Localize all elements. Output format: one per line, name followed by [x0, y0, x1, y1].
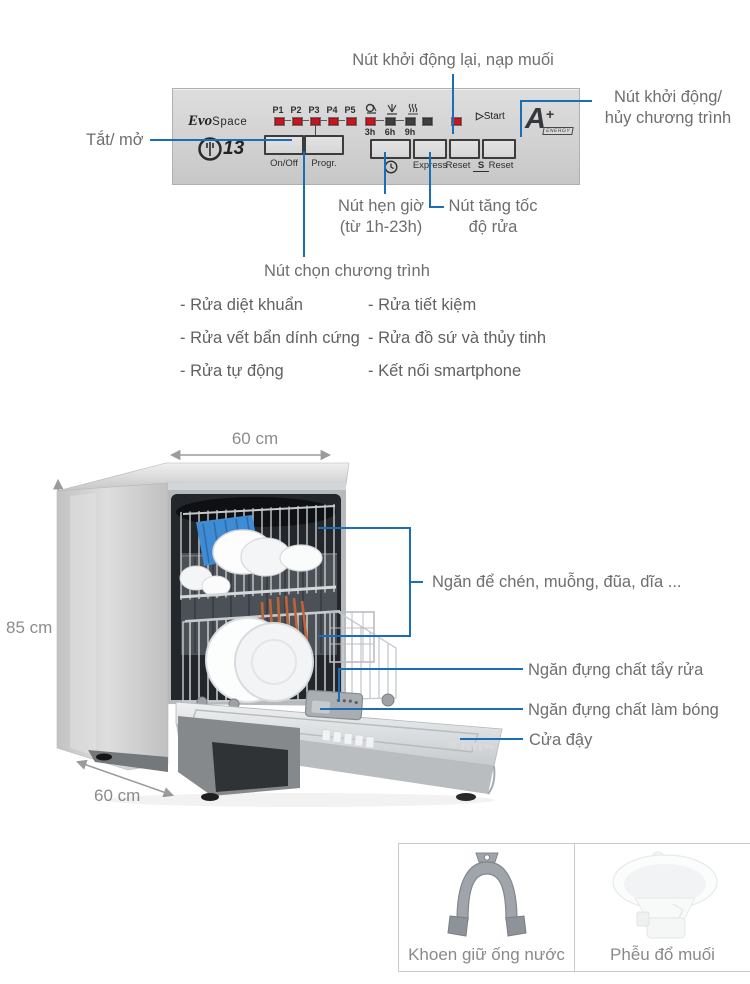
accessory-salt-funnel: Phễu đổ muối [574, 844, 750, 971]
reset-label: Reset [488, 160, 514, 171]
leader-express-v [429, 152, 431, 208]
callout-start-cancel: Nút khởi động/ hủy chương trình [604, 88, 732, 127]
program-led [328, 117, 339, 126]
brand-space: Space [212, 116, 248, 128]
control-panel: EvoSpace 13 P1 P2 P3 P4 P5 On/Off Progr. [172, 88, 580, 185]
on-off-button [264, 135, 304, 155]
leader-program-select [303, 151, 305, 257]
leader-start-cancel-h [520, 100, 592, 102]
lower-rack [182, 595, 397, 710]
callout-door: Cửa đậy [529, 731, 593, 749]
program-led [274, 117, 285, 126]
salt-s-glyph: S [473, 160, 489, 172]
program-item: - Rửa tự động [180, 362, 284, 380]
rinse-aid-icon [387, 104, 397, 115]
door-controls [447, 741, 495, 752]
on-off-label: On/Off [270, 158, 298, 169]
leader-start-cancel-v [520, 100, 522, 137]
program-item: - Rửa tiết kiệm [368, 296, 477, 314]
program-label-p3: P3 [308, 105, 320, 115]
dishwasher-illustration [53, 449, 503, 807]
delay-led [365, 117, 376, 126]
timer-button [370, 139, 411, 159]
dimension-width: 60 cm [231, 429, 279, 448]
delay-6h: 6h [384, 127, 396, 137]
door-slots [321, 728, 375, 749]
led-connector [284, 120, 291, 121]
led-connector [375, 120, 384, 121]
callout-rinse-aid: Ngăn đựng chất làm bóng [528, 701, 719, 719]
dimension-height: 85 cm [6, 618, 53, 637]
reset-button [482, 139, 516, 159]
delay-led [385, 117, 396, 126]
leader-racks-tick [409, 581, 423, 583]
program-item: - Kết nối smartphone [368, 362, 522, 380]
base [88, 716, 476, 801]
delay-3h: 3h [364, 127, 376, 137]
leader-restart-salt [452, 74, 454, 134]
callout-racks: Ngăn để chén, muỗng, đũa, dĩa ... [432, 573, 682, 591]
leader-detergent-v [338, 668, 340, 702]
start-led [451, 117, 462, 126]
express-led [422, 117, 433, 126]
leader-detergent-h [338, 668, 523, 670]
led-connector [395, 120, 404, 121]
program-item: - Rửa diệt khuẩn [180, 296, 303, 314]
leader-racks-bracket-bottom [318, 635, 410, 637]
program-led [346, 117, 357, 126]
reset-salt-button [449, 139, 480, 159]
progr-label: Progr. [311, 158, 337, 169]
delay-9h: 9h [404, 127, 416, 137]
program-pointer-line [315, 123, 316, 135]
leader-express-h [429, 206, 444, 208]
program-led [292, 117, 303, 126]
led-connector [338, 120, 345, 121]
leader-timer [384, 152, 386, 194]
fork-circle-icon [198, 137, 222, 161]
leader-rinse-aid [320, 708, 523, 710]
callout-express: Nút tăng tốc độ rửa [448, 197, 538, 236]
brand-emblem: 13 [197, 135, 249, 168]
energy-badge: A+ ENERGY [525, 105, 574, 135]
program-label-p2: P2 [290, 105, 302, 115]
start-icon: ▷ [476, 111, 484, 122]
upper-rack [179, 504, 337, 600]
accessories-box: Khoen giữ ống nước Phễu đổ muối [398, 843, 750, 972]
brand-logo: EvoSpace [188, 112, 247, 130]
accessory-label: Khoen giữ ống nước [408, 945, 565, 964]
program-label-p4: P4 [326, 105, 338, 115]
leader-racks-bracket-top [318, 527, 410, 529]
led-connector [320, 120, 327, 121]
led-connector [302, 120, 309, 121]
callout-program-select: Nút chọn chương trình [264, 262, 430, 280]
leader-power [150, 139, 292, 141]
salt-funnel-icon [612, 851, 718, 939]
reset-salt-label: Reset [445, 160, 471, 171]
program-item: - Rửa vết bẩn dính cứng [180, 329, 360, 347]
brand-13: 13 [223, 138, 245, 159]
callout-detergent: Ngăn đựng chất tẩy rửa [528, 661, 704, 679]
brand-evo: Evo [188, 113, 213, 129]
program-button [304, 135, 344, 155]
callout-restart-salt: Nút khởi động lại, nạp muối [352, 51, 554, 69]
steam-icon [408, 103, 418, 115]
callout-power: Tắt/ mở [86, 131, 144, 149]
detergent-dispenser [304, 689, 364, 721]
program-item: - Rửa đồ sứ và thủy tinh [368, 329, 547, 347]
accessory-hose-holder: Khoen giữ ống nước [399, 844, 574, 971]
delay-led [405, 117, 416, 126]
clock-icon [384, 160, 398, 174]
program-label-p5: P5 [344, 105, 356, 115]
leader-door [460, 738, 523, 740]
energy-tag: ENERGY [542, 127, 574, 135]
program-label-p1: P1 [272, 105, 284, 115]
hose-holder-icon [447, 852, 527, 937]
callout-timer: Nút hẹn giờ (từ 1h-23h) [337, 197, 425, 236]
salt-icon [365, 103, 377, 114]
accessory-label: Phễu đổ muối [610, 945, 715, 964]
start-indicator: ▷Start [476, 111, 505, 122]
